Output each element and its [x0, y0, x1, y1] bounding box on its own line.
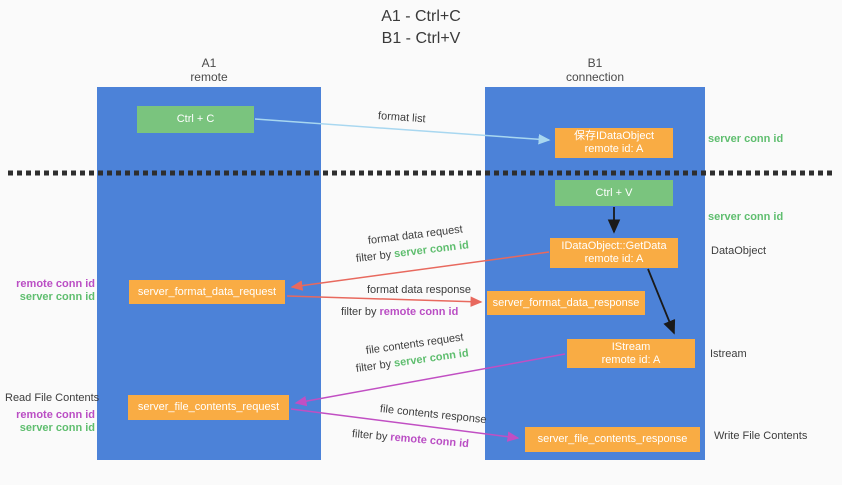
- filter-by-text-3: filter by: [355, 358, 392, 375]
- annotation-conn-id-pair-2: remote conn id server conn id: [0, 409, 95, 435]
- filter-by-text-4: filter by: [351, 428, 388, 444]
- column-b1-subtitle: connection: [565, 70, 625, 84]
- column-a1-subtitle: remote: [190, 70, 228, 84]
- filter-by-text-2: filter by: [341, 306, 377, 318]
- filter-by-text-1: filter by: [355, 248, 392, 265]
- node-file-response-label: server_file_contents_response: [537, 433, 688, 445]
- node-ctrl-v: Ctrl + V: [555, 180, 673, 206]
- remote-conn-id-text-1: remote conn id: [379, 306, 459, 318]
- node-getdata-line1: IDataObject::GetData: [561, 240, 667, 252]
- annotation-remote-conn-id-2: remote conn id: [16, 409, 95, 421]
- node-file-request-label: server_file_contents_request: [137, 401, 280, 413]
- annotation-server-conn-id-top: server conn id: [708, 133, 784, 145]
- node-save-idataobject-line2: remote id: A: [584, 143, 644, 155]
- column-b1-name: B1: [587, 56, 603, 70]
- node-istream-line1: IStream: [611, 340, 651, 353]
- annotation-remote-conn-id-1: remote conn id: [16, 278, 95, 290]
- annotation-istream: Istream: [710, 348, 747, 360]
- node-istream: IStream remote id: A: [567, 339, 695, 368]
- title-line-2: B1 - Ctrl+V: [381, 30, 461, 47]
- node-getdata-line2: remote id: A: [584, 253, 644, 265]
- annotation-server-conn-id-1: server conn id: [19, 291, 95, 303]
- node-save-idataobject-line1: 保存IDataObject: [573, 130, 655, 142]
- annotation-dataobject: DataObject: [711, 245, 767, 257]
- annotation-write-file-contents: Write File Contents: [714, 430, 808, 442]
- node-ctrl-c: Ctrl + C: [137, 106, 254, 133]
- annotation-conn-id-pair-1: remote conn id server conn id: [0, 278, 95, 304]
- flow-label-format-data-response: format data response: [367, 284, 471, 296]
- flow-label-format-list: format list: [377, 110, 426, 126]
- remote-conn-id-text-2: remote conn id: [389, 431, 470, 451]
- annotation-read-file-contents: Read File Contents: [5, 392, 100, 404]
- node-idataobject-getdata: IDataObject::GetData remote id: A: [550, 238, 678, 268]
- node-save-idataobject: 保存IDataObject remote id: A: [555, 128, 673, 158]
- node-ctrl-c-label: Ctrl + C: [176, 113, 215, 125]
- flow-label-file-contents-response: file contents response: [379, 403, 488, 427]
- node-server-file-contents-response: server_file_contents_response: [525, 427, 700, 452]
- column-a1-name: A1: [201, 56, 217, 70]
- annotation-server-conn-id-mid: server conn id: [708, 211, 784, 223]
- column-header-b1: B1 connection: [485, 56, 705, 84]
- title-line-1: A1 - Ctrl+C: [381, 8, 461, 25]
- node-format-request-label: server_format_data_request: [137, 285, 277, 298]
- node-server-file-contents-request: server_file_contents_request: [128, 395, 289, 420]
- node-format-response-label: server_format_data_response: [492, 296, 640, 309]
- annotation-server-conn-id-2: server conn id: [19, 422, 95, 434]
- node-istream-line2: remote id: A: [601, 353, 661, 366]
- column-header-a1: A1 remote: [97, 56, 321, 84]
- node-ctrl-v-label: Ctrl + V: [595, 186, 633, 199]
- node-server-format-data-response: server_format_data_response: [487, 291, 645, 315]
- node-server-format-data-request: server_format_data_request: [129, 280, 285, 304]
